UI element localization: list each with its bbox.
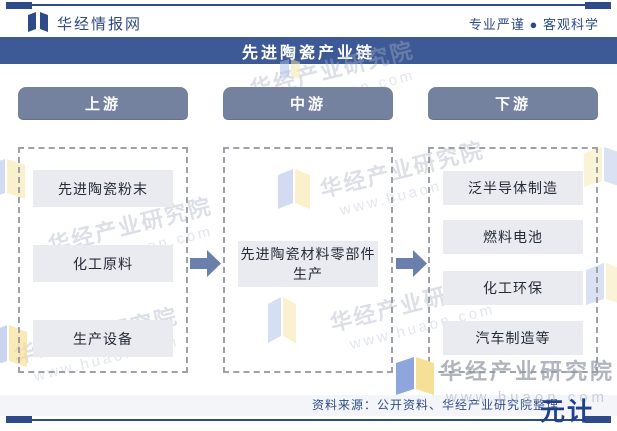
downstream-item: 燃料电池 <box>443 220 583 254</box>
top-rule <box>6 4 611 6</box>
upstream-dashed-box <box>18 147 188 373</box>
downstream-item: 化工环保 <box>443 271 583 305</box>
upstream-item: 生产设备 <box>33 320 173 357</box>
page-title: 先进陶瓷产业链 <box>0 37 617 64</box>
top-rule-right-cap <box>585 2 611 9</box>
upstream-item: 化工原料 <box>33 245 173 282</box>
tab-upstream: 上游 <box>18 87 188 120</box>
downstream-item: 泛半导体制造 <box>443 171 583 205</box>
downstream-item: 汽车制造等 <box>443 321 583 355</box>
flow-arrow-right-icon <box>396 249 427 283</box>
tab-midstream: 中游 <box>223 87 393 120</box>
bottom-rule-left-cap <box>6 416 32 423</box>
midstream-item: 先进陶瓷材料零部件生产 <box>238 241 378 287</box>
downstream-dashed-box <box>428 147 598 373</box>
bottom-rule-right-cap <box>585 416 611 423</box>
upstream-item: 先进陶瓷粉末 <box>33 170 173 207</box>
flow-arrow-right-icon <box>190 249 221 283</box>
top-rule-left-cap <box>6 2 32 9</box>
brand-book-icon <box>27 12 49 37</box>
midstream-dashed-box <box>223 147 393 373</box>
bottom-rule <box>6 419 611 421</box>
header-slogan: 专业严谨 ● 客观科学 <box>468 17 599 32</box>
tab-downstream: 下游 <box>428 87 598 120</box>
brand-name: 华经情报网 <box>57 16 143 33</box>
source-note: 资料来源：公开资料、华经产业研究院整理 <box>0 395 617 416</box>
header: 华经情报网 专业严谨 ● 客观科学 <box>0 10 617 36</box>
